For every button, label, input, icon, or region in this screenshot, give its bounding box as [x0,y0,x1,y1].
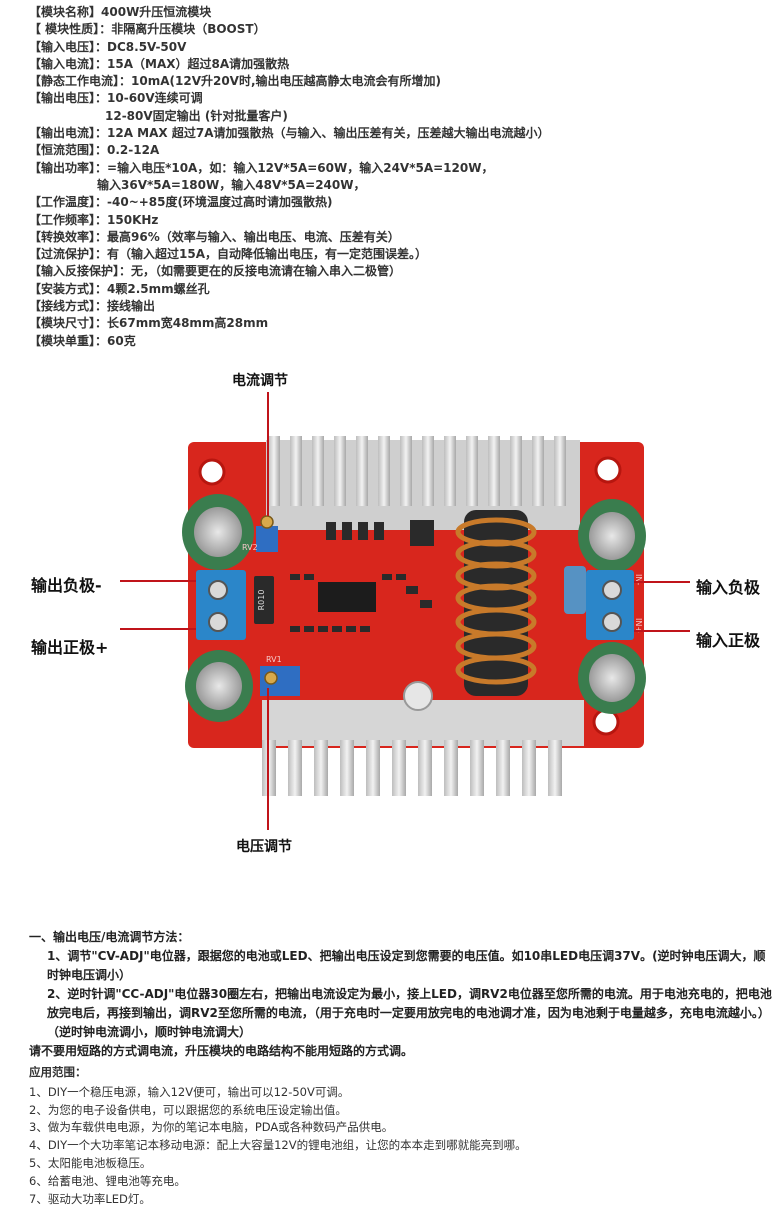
adjust-method-section: 一、输出电压/电流调节方法： 1、调节"CV-ADJ"电位器，跟据您的电池或LE… [29,928,777,1061]
shunt-resistor [254,576,274,624]
label-current-adjust: 电流调节 [232,373,288,389]
smd-parts [290,520,434,632]
silk-rv2: RV2 [242,543,258,552]
spec-row: 【接线方式】：接线输出 [29,299,156,314]
method-warning: 请不要用短路的方式调电流，升压模块的电路结构不能用短路的方式调。 [29,1044,414,1058]
mount-hole [594,456,622,484]
heatsink-top [266,436,580,530]
silk-in-minus: IN- [634,574,643,585]
inductor-coil [455,510,537,696]
list-item: 4、DIY一个大功率笔记本移动电源：配上大容量12V的锂电池组，让您的本本走到哪… [29,1138,527,1153]
heatsink-bottom [262,681,584,796]
list-item: 3、做为车载供电电源，为你的笔记本电脑，PDA或各种数码产品供电。 [29,1120,394,1135]
label-output-negative: 输出负极- [31,576,102,595]
capacitor [185,650,253,722]
voltage-potentiometer [260,666,300,696]
capacitor [182,494,254,570]
current-potentiometer [256,515,278,552]
spec-row: 【模块名称】400W升压恒流模块 [29,5,212,19]
spec-row: 【输入电压】：DC8.5V-50V [29,39,187,54]
input-terminal [586,570,634,640]
spec-row: 【工作频率】：150KHz [29,212,159,227]
capacitor [578,642,646,714]
control-ic [318,582,376,612]
output-terminal [196,570,246,640]
label-output-positive: 输出正极+ [31,638,109,657]
method-step-2: 2、逆时针调"CC-ADJ"电位器30圈左右，把输出电流设定为最小，接上LED，… [47,987,772,1039]
spec-row: 【模块尺寸】：长67mm宽48mm高28mm [29,316,269,331]
silk-in-plus: IN+ [634,618,643,633]
fuse [564,566,586,614]
spec-row: 【恒流范围】：0.2-12A [29,143,160,158]
spec-row: 【安装方式】：4颗2.5mm螺丝孔 [29,281,210,296]
spec-row: 【过流保护】：有（输入超过15A，自动降低输出电压，有一定范围误差。） [29,247,428,262]
list-item: 7、驱动大功率LED灯。 [29,1191,151,1206]
spec-row: 【输入反接保护】：无，（如需要更在的反接电流请在输入串入二极管） [29,264,402,279]
label-input-negative: 输入负极 [696,578,761,597]
list-item: 2、为您的电子设备供电，可以跟据您的系统电压设定输出值。 [29,1102,347,1117]
spec-row-continued: 输入36V*5A=180W，输入48V*5A=240W， [97,177,366,192]
spec-row: 【 模块性质】：非隔离升压模块（BOOST） [29,22,266,37]
spec-row: 【模块单重】：60克 [29,333,136,348]
spec-row: 【输出功率】：=输入电压*10A，如：输入12V*5A=60W，输入24V*5A… [29,160,494,175]
spec-row: 【转换效率】：最高96%（效率与输入、输出电压、电流、压差有关） [29,229,400,244]
applications-section: 应用范围： 1、DIY一个稳压电源，输入12V便可，输出可以12-50V可调。 … [29,1064,527,1208]
spec-list: 【模块名称】400W升压恒流模块 【 模块性质】：非隔离升压模块（BOOST） … [29,4,549,350]
list-item: 5、太阳能电池板稳压。 [29,1155,152,1170]
mount-hole [198,458,226,486]
list-item: 1、DIY一个稳压电源，输入12V便可，输出可以12-50V可调。 [29,1084,350,1099]
list-item: 6、给蓄电池、锂电池等充电。 [29,1173,186,1188]
product-photo: R010 RV2 RV1 IN- IN+ [120,392,690,830]
section-title: 一、输出电压/电流调节方法： [29,930,190,944]
silk-rv1: RV1 [266,655,282,664]
callout-lines [120,392,690,830]
silk-r010: R010 [257,590,266,611]
applications-title: 应用范围： [29,1065,87,1079]
capacitor [578,499,646,573]
spec-row: 【输出电流】：12A MAX 超过7A请加强散热（与输入、输出压差有关，压差越大… [29,126,550,141]
method-step-1: 1、调节"CV-ADJ"电位器，跟据您的电池或LED、把输出电压设定到您需要的电… [47,949,766,982]
label-input-positive: 输入正极 [696,631,761,650]
spec-row: 【输出电压】：10-60V连续可调 [29,91,203,106]
spec-row: 【输入电流】：15A（MAX）超过8A请加强散热 [29,56,290,71]
spec-row-continued: 12-80V固定输出 (针对批量客户) [105,108,288,123]
spec-row: 【静态工作电流】：10mA(12V升20V时,输出电压越高静太电流会有所增加) [29,74,442,89]
spec-row: 【工作温度】：-40~+85度(环境温度过高时请加强散热) [29,195,333,210]
label-voltage-adjust: 电压调节 [236,839,292,855]
